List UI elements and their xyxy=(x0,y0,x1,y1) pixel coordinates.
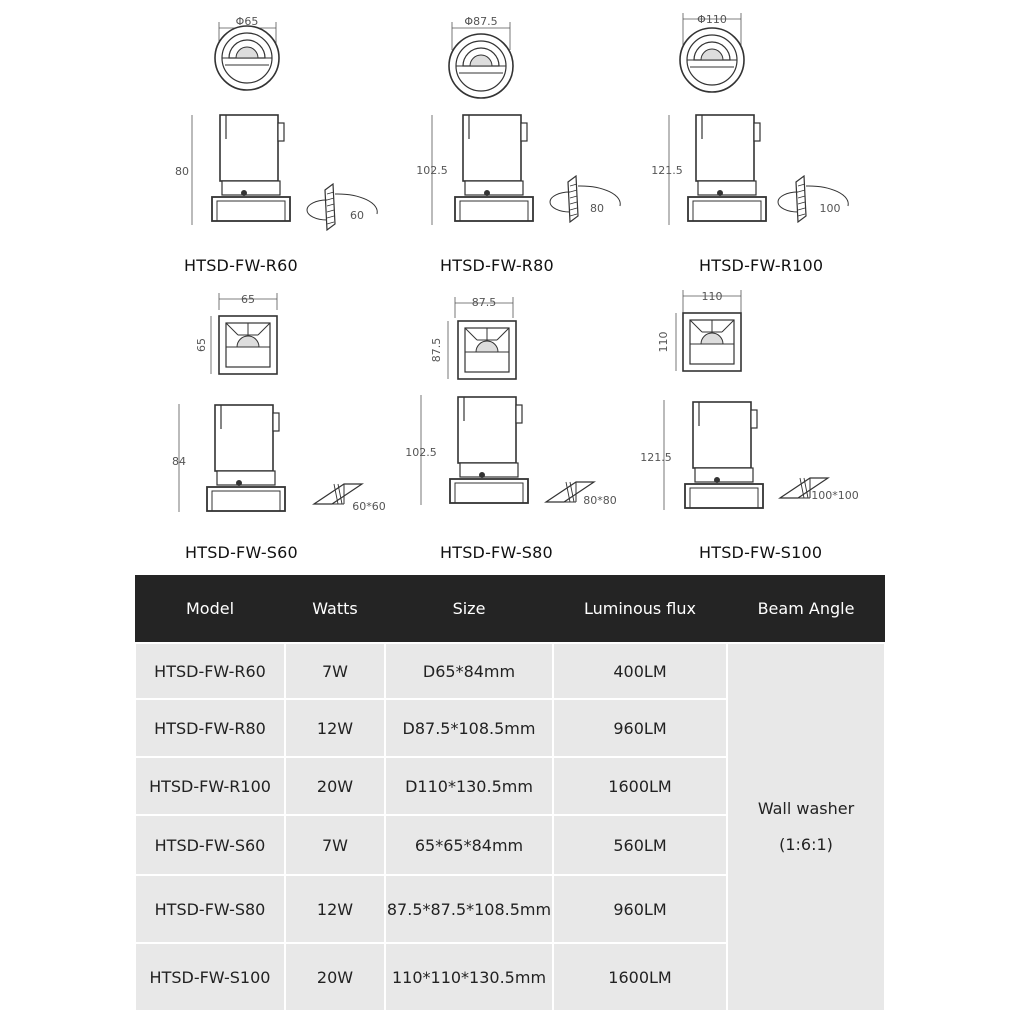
cell-size: 110*110*130.5mm xyxy=(384,942,554,1012)
s80-side-dim: 87.5 xyxy=(430,338,443,363)
table-row: HTSD-FW-S100 20W 110*110*130.5mm 1600LM xyxy=(134,942,885,1012)
cell-size: D87.5*108.5mm xyxy=(384,698,554,758)
r80-height-dim: 102.5 xyxy=(416,164,448,177)
drawing-r100: Φ110 121.5 100 xyxy=(651,13,849,225)
cell-watts: 20W xyxy=(284,756,386,816)
drawing-s100: 110 110 121.5 100*100 xyxy=(640,290,859,510)
cell-size: 65*65*84mm xyxy=(384,814,554,876)
r80-front-dim: Φ87.5 xyxy=(464,15,497,28)
drawing-s80: 87.5 87.5 102.5 80*80 xyxy=(405,296,617,507)
technical-drawings: Φ65 80 60 Φ87.5 102.5 80 Φ110 121.5 100 xyxy=(172,13,859,513)
cell-model: HTSD-FW-S80 xyxy=(134,874,286,944)
header-model: Model xyxy=(135,575,285,643)
cell-model: HTSD-FW-S100 xyxy=(134,942,286,1012)
label-r80: HTSD-FW-R80 xyxy=(440,256,554,275)
s80-height-dim: 102.5 xyxy=(405,446,437,459)
cell-size: 87.5*87.5*108.5mm xyxy=(384,874,554,944)
s60-angle: 60*60 xyxy=(352,500,386,513)
cell-flux: 960LM xyxy=(552,698,728,758)
label-s60: HTSD-FW-S60 xyxy=(185,543,298,562)
label-r60: HTSD-FW-R60 xyxy=(184,256,298,275)
r60-angle: 60 xyxy=(350,209,364,222)
s100-height-dim: 121.5 xyxy=(640,451,672,464)
s80-angle: 80*80 xyxy=(583,494,617,507)
r100-height-dim: 121.5 xyxy=(651,164,683,177)
header-beam-angle: Beam Angle xyxy=(727,575,885,643)
s80-front-dim: 87.5 xyxy=(472,296,497,309)
r100-front-dim: Φ110 xyxy=(697,13,727,26)
cell-watts: 20W xyxy=(284,942,386,1012)
header-luminous-flux: Luminous flux xyxy=(553,575,727,643)
cell-flux: 1600LM xyxy=(552,756,728,816)
drawing-r80: Φ87.5 102.5 80 xyxy=(416,15,621,225)
table-row: HTSD-FW-R60 7W D65*84mm 400LM Wall washe… xyxy=(134,642,886,1012)
s60-front-dim: 65 xyxy=(241,293,255,306)
s60-height-dim: 84 xyxy=(172,455,186,468)
r100-angle: 100 xyxy=(820,202,841,215)
cell-model: HTSD-FW-S60 xyxy=(134,814,286,876)
cell-flux: 560LM xyxy=(552,814,728,876)
cell-flux: 400LM xyxy=(552,642,728,700)
beam-line-2: (1:6:1) xyxy=(779,835,833,854)
r60-height-dim: 80 xyxy=(175,165,189,178)
drawing-s60: 65 65 84 60*60 xyxy=(172,293,386,513)
cell-watts: 7W xyxy=(284,642,386,700)
r60-front-dim: Φ65 xyxy=(236,15,259,28)
table-row: HTSD-FW-R100 20W D110*130.5mm 1600LM xyxy=(134,756,885,816)
cell-flux: 1600LM xyxy=(552,942,728,1012)
s100-front-dim: 110 xyxy=(702,290,723,303)
table-row: HTSD-FW-S80 12W 87.5*87.5*108.5mm 960LM xyxy=(134,874,885,944)
cell-size: D65*84mm xyxy=(384,642,554,700)
cell-watts: 7W xyxy=(284,814,386,876)
s60-side-dim: 65 xyxy=(195,338,208,352)
table-row: HTSD-FW-R80 12W D87.5*108.5mm 960LM xyxy=(134,698,885,758)
cell-watts: 12W xyxy=(284,874,386,944)
spec-table: Model Watts Size Luminous flux Beam Angl… xyxy=(134,575,886,1012)
r80-angle: 80 xyxy=(590,202,604,215)
cell-model: HTSD-FW-R100 xyxy=(134,756,286,816)
table-row: HTSD-FW-S60 7W 65*65*84mm 560LM xyxy=(134,814,885,876)
beam-line-1: Wall washer xyxy=(757,799,855,818)
s100-angle: 100*100 xyxy=(811,489,859,502)
drawing-r60: Φ65 80 60 xyxy=(175,15,378,231)
header-watts: Watts xyxy=(285,575,385,643)
cell-flux: 960LM xyxy=(552,874,728,944)
table-header-row: Model Watts Size Luminous flux Beam Angl… xyxy=(135,575,885,643)
label-r100: HTSD-FW-R100 xyxy=(699,256,824,275)
header-size: Size xyxy=(385,575,553,643)
cell-model: HTSD-FW-R60 xyxy=(134,642,286,700)
cell-beam-angle: Wall washer (1:6:1) xyxy=(726,642,886,1012)
cell-size: D110*130.5mm xyxy=(384,756,554,816)
label-s100: HTSD-FW-S100 xyxy=(699,543,823,562)
s100-side-dim: 110 xyxy=(657,332,670,353)
cell-model: HTSD-FW-R80 xyxy=(134,698,286,758)
cell-watts: 12W xyxy=(284,698,386,758)
label-s80: HTSD-FW-S80 xyxy=(440,543,553,562)
